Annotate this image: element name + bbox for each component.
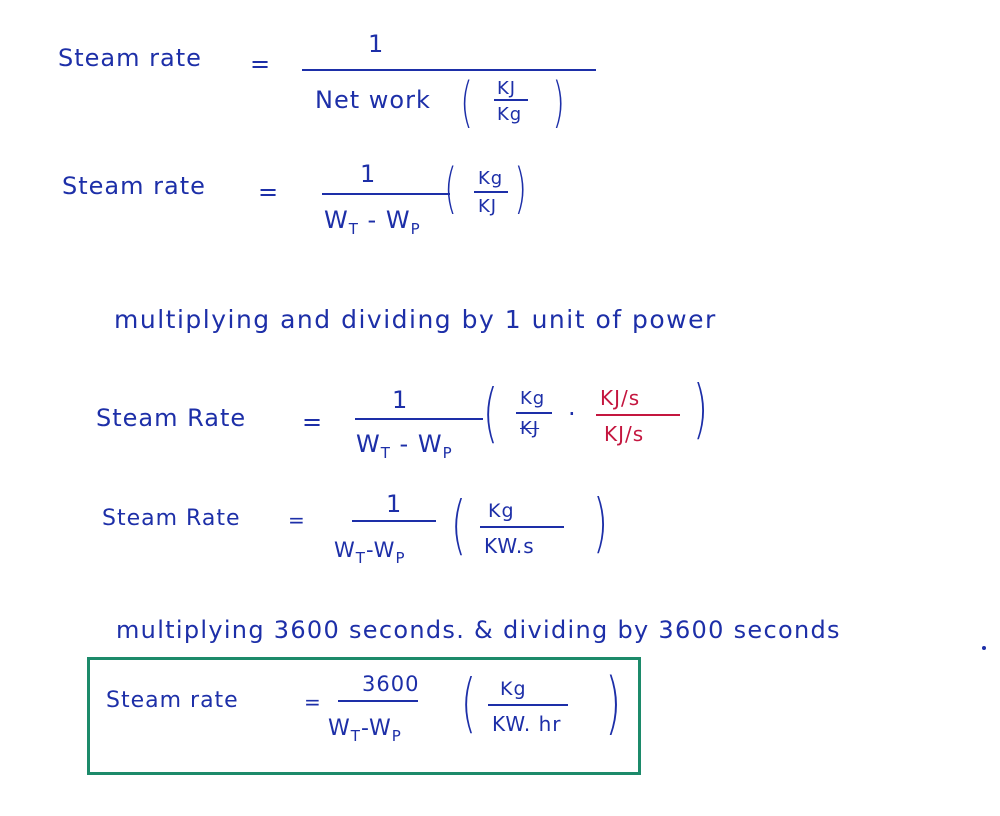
eq3-denominator: WT - WP bbox=[356, 430, 453, 462]
eq3-left-paren: ( bbox=[482, 377, 498, 451]
eq4-denominator: WT-WP bbox=[334, 538, 406, 567]
eq1-lhs: Steam rate bbox=[58, 44, 202, 72]
eq3-unit-num: Kg bbox=[520, 388, 546, 409]
eq3-red-den: KJ/s bbox=[604, 422, 645, 446]
eq4-left-paren: ( bbox=[450, 489, 466, 563]
eq1-equals: = bbox=[250, 50, 272, 78]
eq4-lhs: Steam Rate bbox=[102, 506, 241, 531]
eq2-numerator: 1 bbox=[360, 160, 377, 188]
eq1-fraction-bar bbox=[302, 69, 596, 71]
eq5-numerator: 3600 bbox=[362, 672, 420, 696]
eq2-equals: = bbox=[258, 178, 280, 206]
eq4-numerator: 1 bbox=[386, 490, 403, 518]
eq3-dot: · bbox=[568, 400, 577, 428]
eq3-unit-bar bbox=[516, 412, 552, 414]
eq3-right-paren: ) bbox=[692, 373, 708, 447]
eq2-fraction-bar bbox=[322, 193, 450, 195]
eq2-unit-bar bbox=[474, 191, 508, 193]
eq2-right-paren: ) bbox=[514, 157, 527, 220]
note-multiply-3600: multiplying 3600 seconds. & dividing by … bbox=[116, 616, 841, 644]
eq1-denominator: Net work bbox=[315, 86, 431, 114]
eq4-unit-den: KW.s bbox=[484, 534, 535, 558]
eq1-unit-den: Kg bbox=[497, 104, 523, 125]
eq5-unit-num: Kg bbox=[500, 678, 527, 700]
eq1-unit-num: KJ bbox=[497, 78, 517, 99]
eq4-unit-bar bbox=[480, 526, 564, 528]
eq4-right-paren: ) bbox=[592, 487, 608, 561]
eq2-lhs: Steam rate bbox=[62, 172, 206, 200]
eq5-right-paren: ) bbox=[605, 664, 622, 743]
eq3-red-bar bbox=[596, 414, 680, 416]
eq5-equals: = bbox=[304, 690, 322, 714]
eq1-numerator: 1 bbox=[368, 30, 385, 58]
eq5-unit-bar bbox=[488, 704, 568, 706]
eq4-fraction-bar bbox=[352, 520, 436, 522]
eq3-red-num: KJ/s bbox=[600, 386, 641, 410]
eq2-left-paren: ( bbox=[444, 157, 457, 220]
eq2-unit-num: Kg bbox=[478, 168, 504, 189]
eq1-right-paren: ) bbox=[552, 71, 565, 134]
eq3-fraction-bar bbox=[355, 418, 483, 420]
result-box bbox=[87, 657, 641, 775]
eq1-left-paren: ( bbox=[460, 71, 473, 134]
note-multiply-power: multiplying and dividing by 1 unit of po… bbox=[114, 305, 717, 334]
eq5-unit-den: KW. hr bbox=[492, 712, 562, 736]
eq5-lhs: Steam rate bbox=[106, 688, 239, 713]
eq2-unit-den: KJ bbox=[478, 196, 498, 217]
eq5-denominator: WT-WP bbox=[328, 716, 402, 745]
eq3-lhs: Steam Rate bbox=[96, 404, 247, 432]
eq3-equals: = bbox=[302, 408, 324, 436]
eq3-unit-den-cancelled: KJ bbox=[520, 418, 540, 439]
eq1-unit-bar bbox=[494, 99, 528, 101]
eq3-numerator: 1 bbox=[392, 386, 409, 414]
eq5-fraction-bar bbox=[338, 700, 418, 702]
eq4-unit-num: Kg bbox=[488, 500, 515, 522]
eq4-equals: = bbox=[288, 508, 306, 532]
eq5-left-paren: ( bbox=[460, 667, 476, 741]
stray-ink-dot bbox=[982, 646, 986, 650]
eq2-denominator: WT - WP bbox=[324, 206, 421, 238]
